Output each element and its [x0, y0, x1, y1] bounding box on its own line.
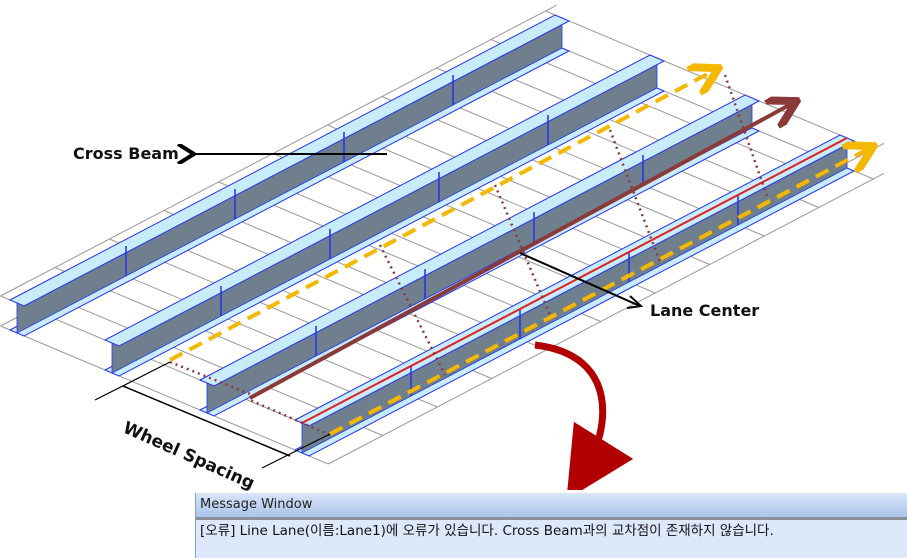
lane-center-line [249, 103, 793, 400]
message-window-body[interactable]: [오류] Line Lane(이름:Lane1)에 오류가 있습니다. Cros… [196, 520, 907, 558]
deck-edge-line [0, 4, 557, 297]
cross-beam-line [0, 325, 329, 465]
dimension-tick-right [261, 433, 331, 469]
wheel-dotted-line [723, 74, 772, 206]
cross-beam-label: Cross Beam [73, 144, 179, 163]
lane-center-label: Lane Center [650, 301, 760, 320]
error-message: [오류] Line Lane(이름:Lane1)에 오류가 있습니다. Cros… [200, 523, 774, 539]
dimension-tick-left [94, 361, 171, 401]
lane-center-arrow [519, 252, 641, 307]
girder-top-flange [198, 94, 761, 387]
error-curve-arrow [534, 341, 634, 490]
girder-top-flange [8, 14, 571, 307]
wheel-line-left [169, 70, 715, 362]
message-window-title: Message Window [196, 493, 907, 520]
wheel-line-right [329, 148, 870, 436]
wheel-spacing-dimension-line [122, 385, 291, 457]
lane-overlay [169, 70, 870, 437]
lane-line-red [301, 137, 848, 424]
message-window: Message Window [오류] Line Lane(이름:Lane1)에… [195, 493, 907, 558]
lane-center-arrowhead [626, 295, 644, 309]
deck-edge-line [328, 172, 885, 465]
girder-top-flange [103, 54, 666, 347]
bridge-model-diagram [0, 4, 885, 490]
wheel-dotted-line [249, 398, 331, 437]
